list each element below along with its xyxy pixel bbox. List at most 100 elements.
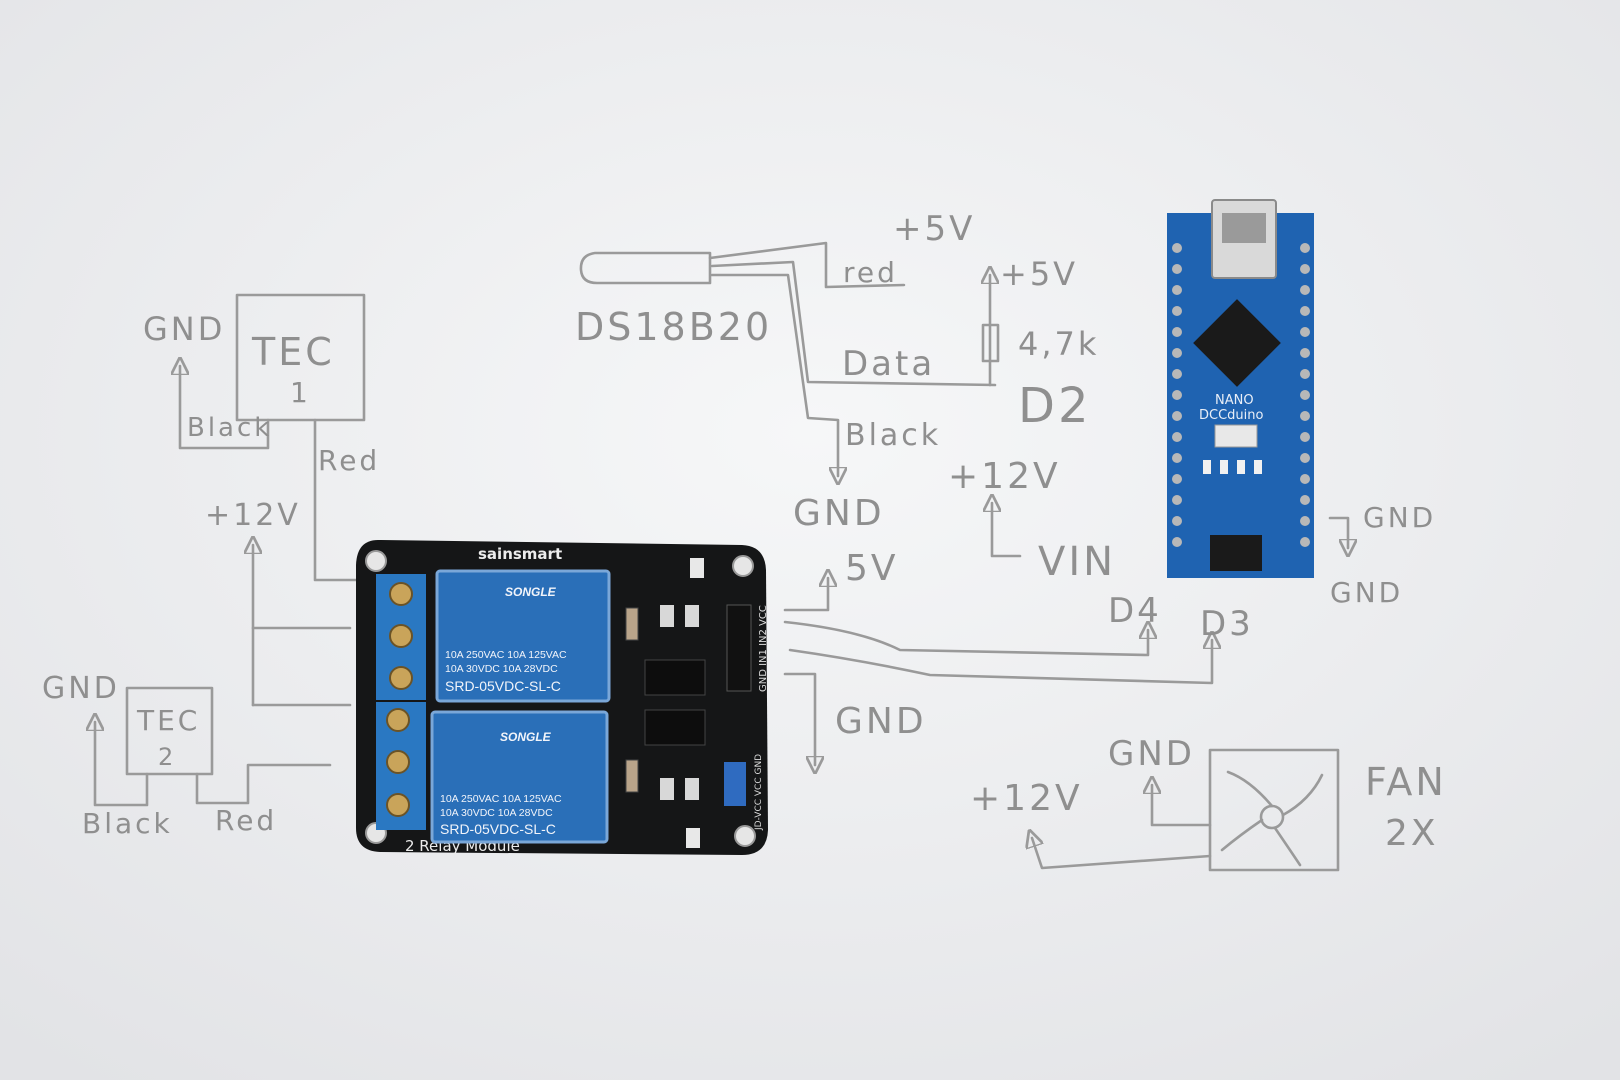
- nano-pin: [1300, 369, 1310, 379]
- label-5v-sensor: +5V: [893, 209, 975, 249]
- label-red-tec2: Red: [215, 804, 277, 837]
- nano-pin: [1300, 432, 1310, 442]
- pencil-wires: [95, 241, 1348, 872]
- nano-pin: [1172, 411, 1182, 421]
- nano-model-label: NANO: [1215, 393, 1254, 408]
- wire-nano-gnd: [1328, 516, 1348, 548]
- label-resistor: 4,7k: [1018, 325, 1099, 363]
- label-5v-relay: 5V: [845, 548, 899, 589]
- label-tec1-num: 1: [290, 376, 311, 409]
- wire-tec1-red: [313, 418, 367, 582]
- nano-pin: [1172, 264, 1182, 274]
- relay-1: [435, 569, 611, 703]
- label-tec2: TEC: [136, 704, 200, 737]
- label-tec2-num: 2: [158, 743, 176, 771]
- tec1-box: [235, 293, 366, 422]
- relay-module: sainsmart 2 Relay Module SONGLE 10A 250V…: [356, 540, 769, 855]
- relay-1-model: SRD-05VDC-SL-C: [445, 678, 561, 694]
- relay-header-pins: GND IN1 IN2 VCC: [758, 605, 769, 692]
- wire-relay-d4: [783, 620, 1148, 657]
- relay-jumper: [724, 762, 746, 806]
- tec2-box: [125, 686, 214, 776]
- wire-tec2-black: [95, 722, 149, 807]
- arduino-nano: NANO DCCduino: [1167, 199, 1314, 578]
- nano-pin: [1172, 306, 1182, 316]
- nano-pin: [1300, 516, 1310, 526]
- nano-pin: [1172, 495, 1182, 505]
- label-d4: D4: [1108, 591, 1162, 631]
- mount-hole: [732, 555, 754, 577]
- label-data: Data: [842, 344, 935, 384]
- label-gnd-sensor: GND: [793, 493, 885, 534]
- wire-tec1-black: [180, 366, 270, 450]
- nano-pin: [1300, 327, 1310, 337]
- relay-brand-label: sainsmart: [478, 545, 562, 563]
- nano-usb-port: [1222, 213, 1266, 243]
- wire-fan-12v: [1032, 838, 1212, 870]
- relay-2-rating-1: 10A 250VAC 10A 125VAC: [440, 793, 562, 805]
- relay-1-rating-1: 10A 250VAC 10A 125VAC: [445, 649, 567, 661]
- nano-pin: [1300, 495, 1310, 505]
- label-gnd-relay: GND: [835, 701, 927, 742]
- ds18b20-cable: [708, 241, 906, 289]
- nano-pin: [1172, 285, 1182, 295]
- label-fan: FAN: [1365, 760, 1447, 804]
- fan-blades: [1220, 770, 1324, 867]
- nano-pin: [1300, 537, 1310, 547]
- terminal-screws: [386, 582, 413, 817]
- relay-2-brand: SONGLE: [500, 730, 552, 744]
- nano-pin: [1300, 264, 1310, 274]
- label-black-tec1: Black: [187, 413, 272, 443]
- relay-1-rating-2: 10A 30VDC 10A 28VDC: [445, 663, 558, 675]
- wire-relay-5v: [783, 578, 828, 612]
- nano-pin-rows: [1172, 243, 1310, 547]
- nano-pin: [1300, 306, 1310, 316]
- ds18b20-probe: [579, 251, 712, 285]
- relay-header: [726, 604, 752, 692]
- wire-vin: [992, 503, 1022, 558]
- nano-mcu: [1193, 299, 1281, 387]
- label-12v-fan: +12V: [970, 778, 1083, 819]
- relay-components: [625, 558, 706, 848]
- nano-pin: [1172, 348, 1182, 358]
- label-gnd-nano-bottom: GND: [1330, 576, 1403, 609]
- nano-pin: [1300, 348, 1310, 358]
- label-gnd-tec2: GND: [42, 671, 120, 706]
- nano-icsp-header: [1210, 535, 1262, 571]
- resistor-symbol: [981, 323, 1000, 363]
- label-tec1: TEC: [251, 330, 335, 374]
- wire-fan-gnd: [1152, 785, 1212, 827]
- nano-leds: [1203, 460, 1262, 474]
- nano-pin: [1172, 474, 1182, 484]
- label-red-tec1: Red: [318, 444, 380, 477]
- nano-pin: [1172, 369, 1182, 379]
- nano-brand-label: DCCduino: [1199, 408, 1264, 423]
- nano-pin: [1172, 243, 1182, 253]
- nano-pin: [1172, 537, 1182, 547]
- label-red-sensor: red: [843, 256, 898, 289]
- wire-tec2-red: [195, 763, 332, 805]
- label-gnd-fan: GND: [1108, 734, 1195, 774]
- wire-relay-gnd: [783, 672, 815, 765]
- fan-box: [1208, 748, 1340, 872]
- relay-1-brand: SONGLE: [505, 585, 557, 599]
- nano-pin: [1172, 390, 1182, 400]
- label-12v-vin: +12V: [948, 456, 1061, 497]
- label-fan-count: 2X: [1385, 813, 1439, 854]
- ds18b20-cable2: [710, 260, 997, 387]
- nano-pin: [1300, 243, 1310, 253]
- mount-hole: [365, 550, 387, 572]
- label-d3: D3: [1200, 604, 1254, 644]
- relay-2: [430, 710, 609, 844]
- nano-pin: [1300, 390, 1310, 400]
- relay-2-model: SRD-05VDC-SL-C: [440, 821, 556, 837]
- nano-pin: [1172, 327, 1182, 337]
- ds18b20-cable3: [710, 273, 838, 476]
- label-5v-resistor: +5V: [1000, 255, 1078, 293]
- relay-jumper-pins: JD-VCC VCC GND: [754, 754, 764, 831]
- label-d2: D2: [1018, 378, 1092, 434]
- nano-pin: [1300, 285, 1310, 295]
- label-gnd-tec1: GND: [143, 310, 225, 348]
